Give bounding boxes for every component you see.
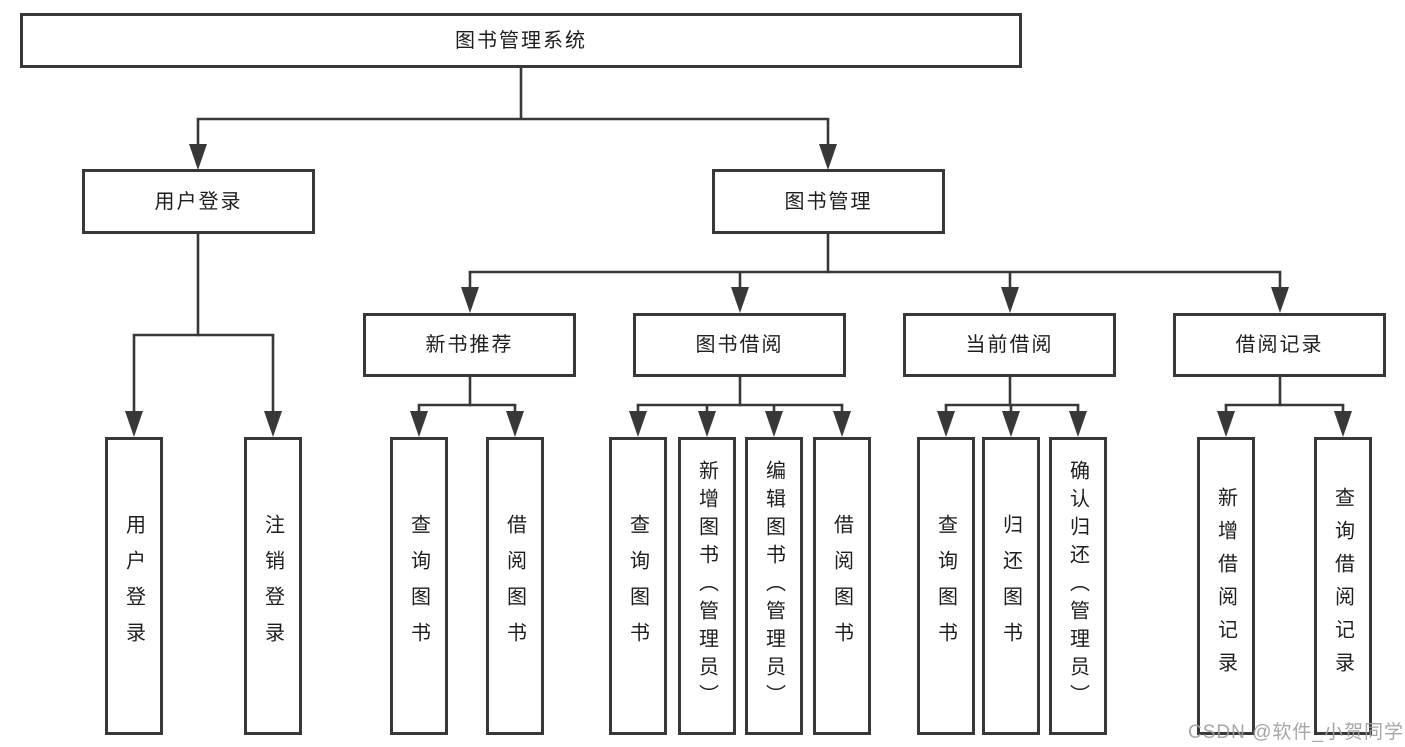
- csdn-watermark: CSDN @软件_小贺同学: [1188, 722, 1404, 743]
- node-label: 当前借阅: [965, 334, 1054, 356]
- leaf-logout: 注销登录: [244, 437, 302, 735]
- node-label: 借阅图书: [830, 514, 853, 658]
- leaf-borrow-books: 借阅图书: [813, 437, 871, 735]
- leaf-add-books-admin: 新增图书（管理员）: [678, 437, 736, 735]
- arrowheads: [125, 144, 1352, 437]
- node-system-root: 图书管理系统: [20, 13, 1022, 68]
- node-new-book-recommend: 新书推荐: [363, 313, 576, 377]
- leaf-confirm-return-admin: 确认归还（管理员）: [1049, 437, 1107, 735]
- node-current-borrowing: 当前借阅: [903, 313, 1116, 377]
- node-label: 新增借阅记录: [1214, 487, 1237, 685]
- leaf-query-borrow-record: 查询借阅记录: [1314, 437, 1372, 735]
- leaf-borrow-books-newbook: 借阅图书: [486, 437, 544, 735]
- node-label: 查询图书: [626, 514, 649, 658]
- leaf-user-login: 用户登录: [105, 437, 163, 735]
- node-label: 归还图书: [999, 514, 1022, 658]
- node-label: 注销登录: [261, 514, 284, 658]
- node-label: 图书管理系统: [455, 29, 587, 52]
- node-label: 查询图书: [934, 514, 957, 658]
- node-label: 用户登录: [122, 514, 145, 658]
- leaf-add-borrow-record: 新增借阅记录: [1197, 437, 1255, 735]
- node-label: 查询借阅记录: [1331, 487, 1354, 685]
- node-label: 确认归还（管理员）: [1066, 460, 1089, 712]
- node-label: 新书推荐: [425, 334, 514, 356]
- leaf-query-books-newbook: 查询图书: [390, 437, 448, 735]
- leaf-query-books-borrow: 查询图书: [609, 437, 667, 735]
- node-label: 查询图书: [407, 514, 430, 658]
- node-user-login-branch: 用户登录: [82, 169, 315, 234]
- node-borrow-records: 借阅记录: [1173, 313, 1386, 377]
- node-label: 借阅图书: [503, 514, 526, 658]
- node-book-borrowing: 图书借阅: [633, 313, 846, 377]
- node-label: 新增图书（管理员）: [695, 460, 718, 712]
- node-label: 用户登录: [154, 190, 243, 213]
- leaf-edit-books-admin: 编辑图书（管理员）: [745, 437, 803, 735]
- node-label: 图书管理: [784, 190, 873, 213]
- node-label: 编辑图书（管理员）: [762, 460, 785, 712]
- node-label: 借阅记录: [1235, 334, 1324, 356]
- node-book-management-branch: 图书管理: [712, 169, 945, 234]
- leaf-return-books: 归还图书: [982, 437, 1040, 735]
- node-label: 图书借阅: [695, 334, 784, 356]
- leaf-query-books-current: 查询图书: [917, 437, 975, 735]
